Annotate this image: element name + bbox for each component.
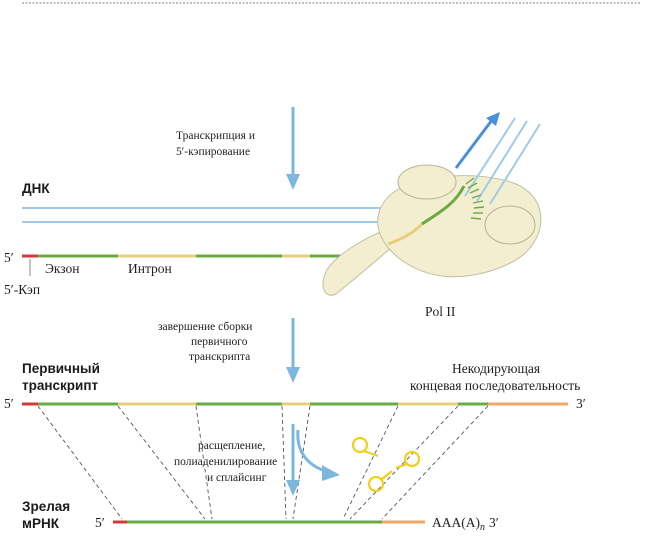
step3-arrow	[286, 424, 300, 496]
intron-label: Интрон	[128, 261, 172, 276]
step2-caption-line1: завершение сборки	[158, 321, 252, 333]
nascent-rna	[22, 242, 389, 258]
poly-a-tail-label: AAA(A)n 3′	[432, 515, 499, 533]
noncoding-label-line1: Некодирующая	[452, 361, 540, 376]
mature-label-line1: Зрелая	[22, 499, 70, 514]
step1-arrow	[286, 107, 300, 190]
dna-exit-strands	[454, 112, 541, 205]
step2-caption-line3: транскрипта	[189, 351, 250, 363]
step3-caption-line3: и сплайсинг	[207, 472, 267, 484]
excision-arrow	[296, 429, 340, 481]
poly-a-subscript: n	[480, 522, 485, 533]
primary-five-prime: 5′	[4, 396, 14, 411]
excised-lariats	[351, 436, 421, 493]
nascent-five-prime: 5′	[4, 250, 14, 265]
step3-caption: расщепление, полиаденилирование и сплайс…	[174, 440, 277, 484]
mature-label-line2: мРНК	[22, 516, 60, 531]
step3-caption-line2: полиаденилирование	[174, 456, 277, 468]
primary-three-prime: 3′	[576, 396, 586, 411]
exon-label: Экзон	[45, 261, 80, 276]
step1-caption-line2: 5′-кэпирование	[176, 146, 250, 158]
splice-guide-lines	[37, 405, 489, 520]
primary-label-line1: Первичный	[22, 361, 100, 376]
noncoding-label-line2: концевая последовательность	[410, 378, 580, 393]
step2-arrow	[286, 318, 300, 383]
cap-label: 5′-Кэп	[4, 282, 40, 297]
step1-caption: Транскрипция и 5′-кэпирование	[176, 130, 255, 158]
pol-ii-complex	[322, 164, 542, 296]
step1-caption-line1: Транскрипция и	[176, 130, 255, 142]
step2-caption: завершение сборки первичного транскрипта	[158, 321, 252, 363]
rna-in-polymerase	[387, 185, 466, 246]
dna-label: ДНК	[22, 181, 50, 196]
dna-strands	[22, 207, 400, 223]
mature-three-prime: 3′	[489, 515, 499, 530]
rna-hook-strands	[465, 177, 485, 220]
primary-label-line2: транскрипт	[22, 378, 98, 393]
pol-ii-label: Pol II	[425, 304, 456, 319]
poly-a-base: AAA(A)	[432, 515, 480, 530]
step2-caption-line2: первичного	[191, 336, 248, 348]
mature-five-prime: 5′	[95, 515, 105, 530]
step3-caption-line1: расщепление,	[198, 440, 265, 452]
